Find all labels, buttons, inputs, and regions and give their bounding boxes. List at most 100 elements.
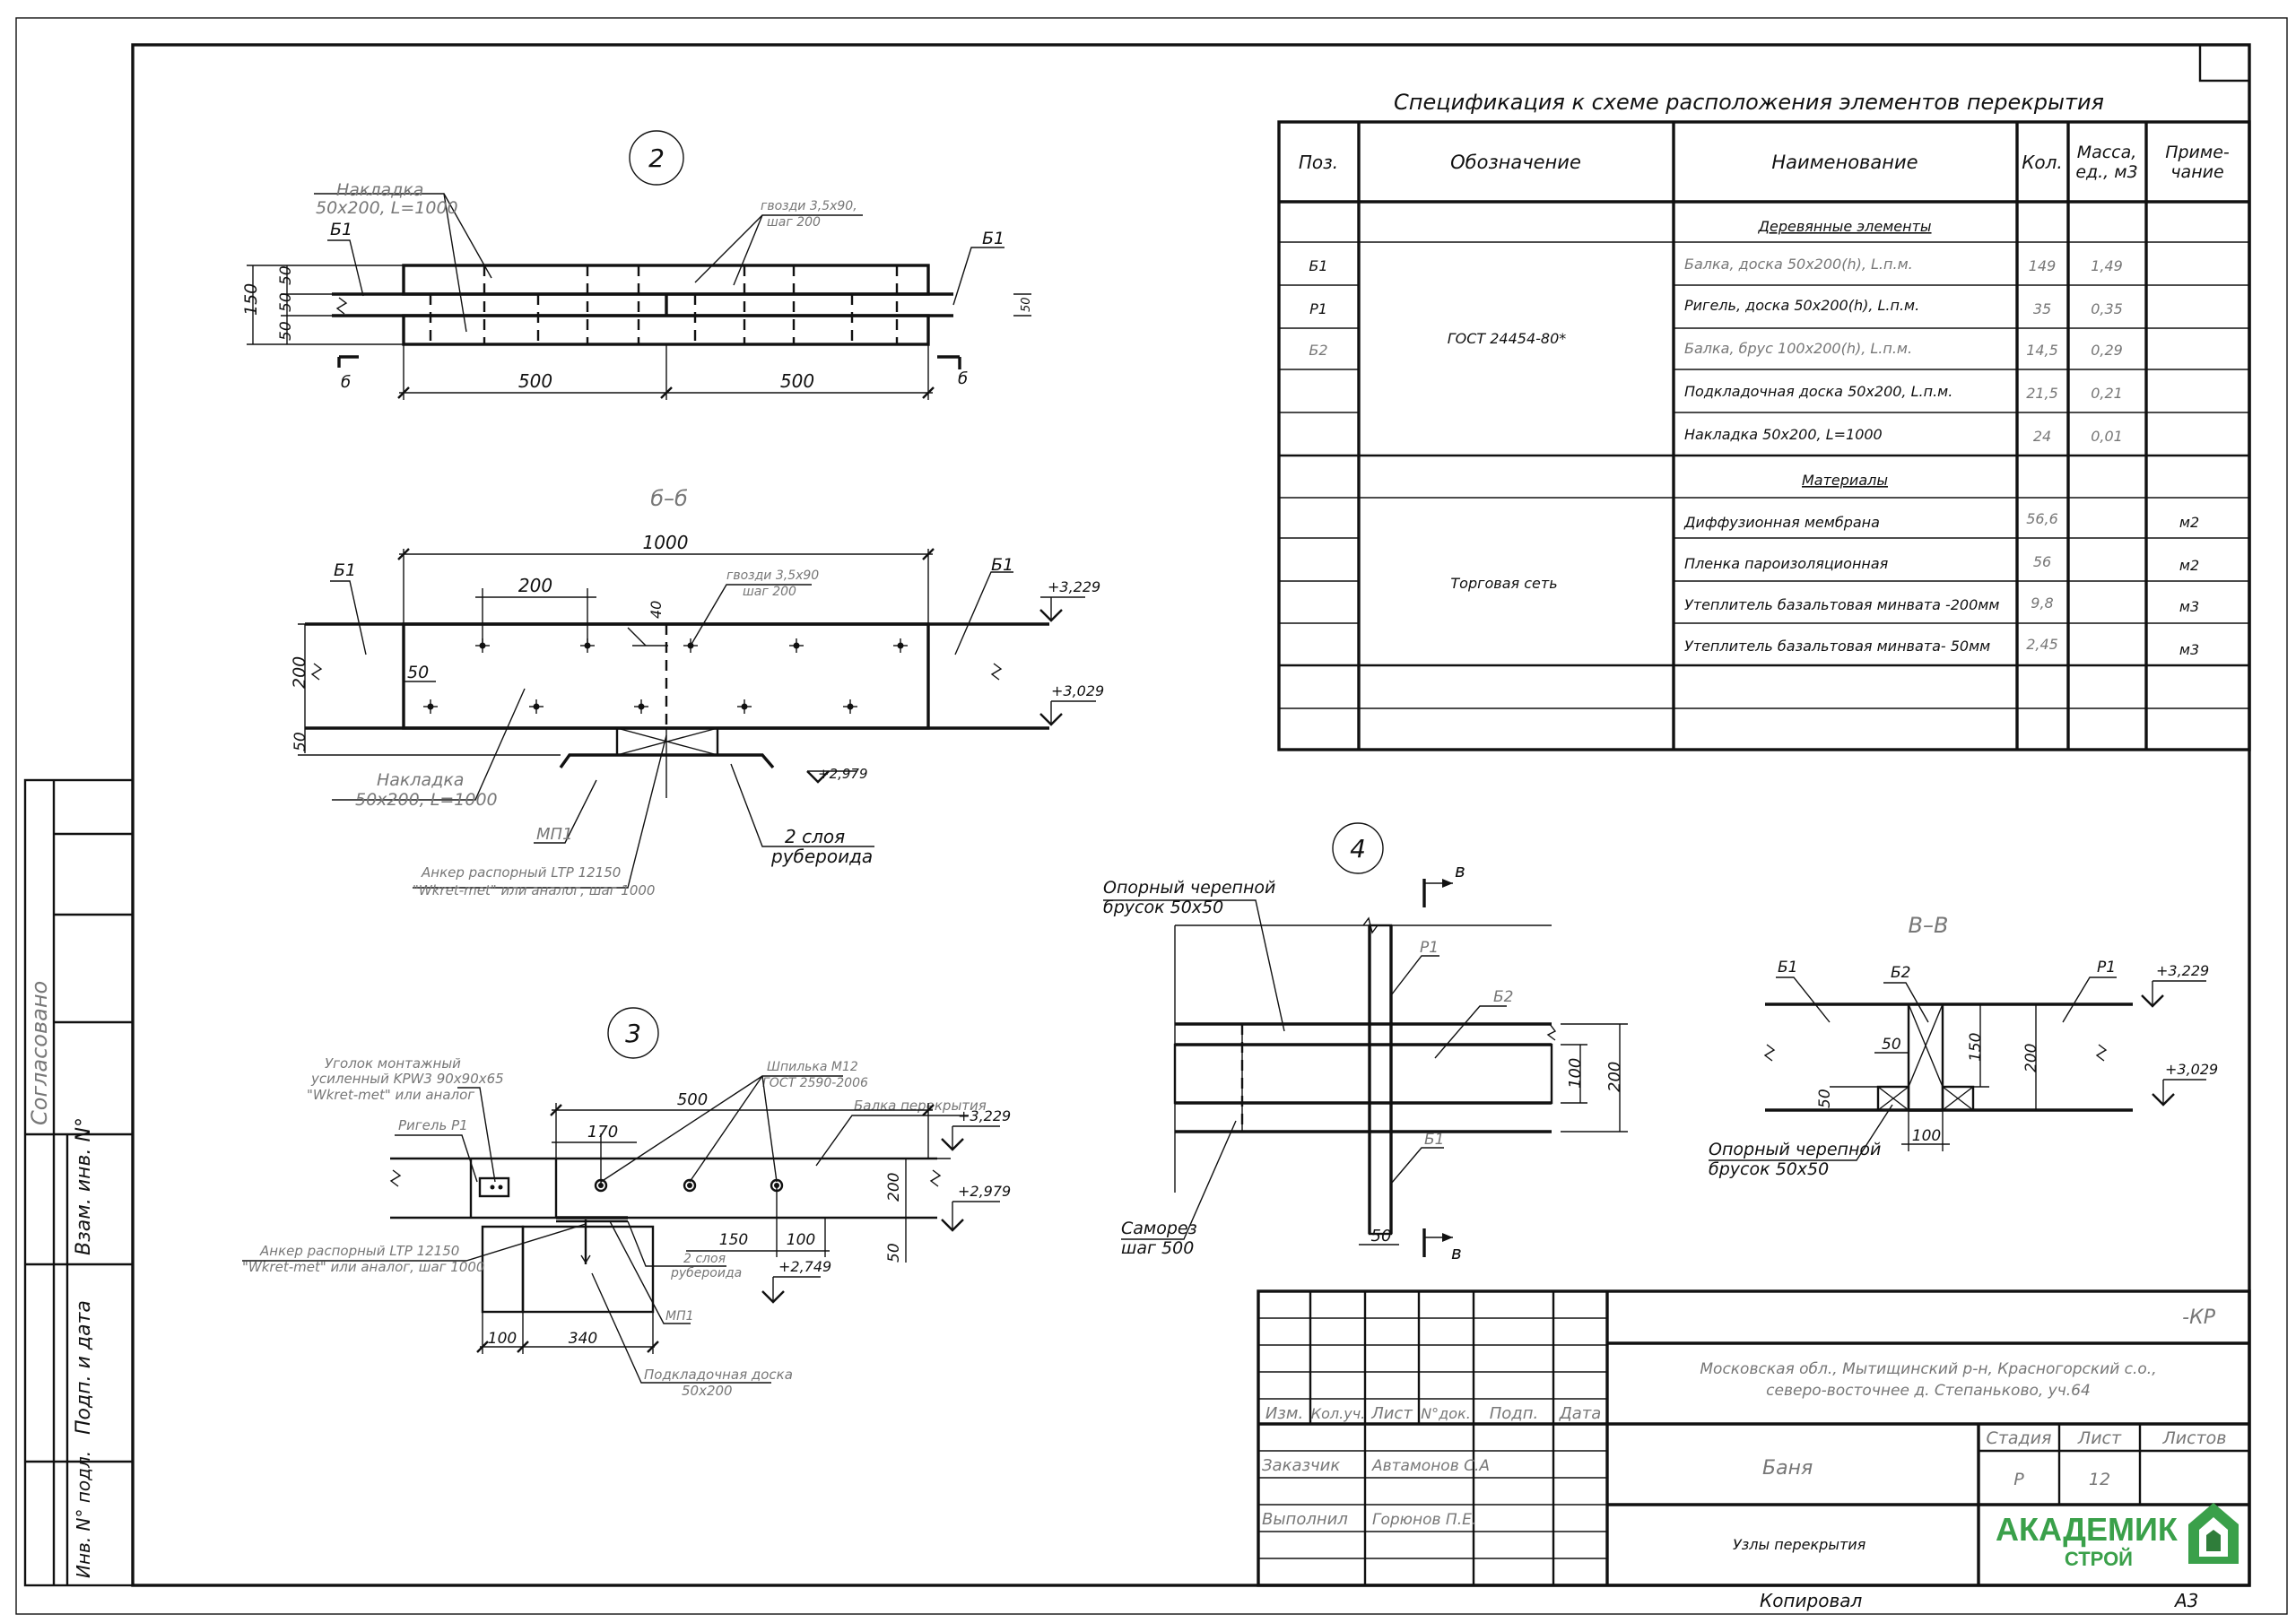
node-3-marker bbox=[607, 1007, 659, 1059]
svg-text:Накладка: Накладка bbox=[336, 180, 423, 200]
side-inv: Инв. N° подл. bbox=[73, 1451, 94, 1578]
svg-text:Ригель Р1: Ригель Р1 bbox=[398, 1117, 468, 1133]
stamp-address-2: северо-восточнее д. Степаньково, уч.64 bbox=[1766, 1382, 2091, 1400]
svg-text:50: 50 bbox=[1020, 297, 1033, 312]
svg-text:+3,029: +3,029 bbox=[1051, 682, 1104, 699]
svg-text:+2,749: +2,749 bbox=[778, 1258, 831, 1275]
hdr-designation: Обозначение bbox=[1450, 152, 1581, 173]
svg-text:50: 50 bbox=[277, 321, 295, 341]
hdr-mass-2: ед., м3 bbox=[2075, 162, 2137, 182]
hdr-note-2: чание bbox=[2170, 162, 2223, 182]
svg-text:50: 50 bbox=[277, 265, 295, 285]
svg-text:Изм.: Изм. bbox=[1265, 1404, 1303, 1423]
svg-text:б: б bbox=[958, 369, 968, 388]
svg-text:Анкер распорный LTP 12150: Анкер распорный LTP 12150 bbox=[421, 864, 621, 881]
svg-text:40: 40 bbox=[648, 601, 665, 619]
hdr-mass-1: Масса, bbox=[2077, 143, 2137, 162]
svg-text:Опорный черепной: Опорный черепной bbox=[1103, 878, 1275, 898]
svg-text:Накладка: Накладка bbox=[377, 770, 464, 790]
hdr-qty: Кол. bbox=[2022, 152, 2063, 173]
svg-text:100: 100 bbox=[488, 1330, 517, 1348]
svg-text:б: б bbox=[341, 373, 351, 392]
stamp-sheet: 12 bbox=[2089, 1470, 2110, 1489]
svg-text:3: 3 bbox=[625, 1019, 641, 1048]
svg-text:14,5: 14,5 bbox=[2026, 342, 2058, 359]
svg-text:21,5: 21,5 bbox=[2026, 385, 2058, 402]
svg-text:брусок 50х50: брусок 50х50 bbox=[1709, 1159, 1829, 1179]
svg-text:2 слоя: 2 слоя bbox=[785, 826, 845, 847]
svg-text:Б2: Б2 bbox=[1309, 342, 1327, 359]
designation-trade: Торговая сеть bbox=[1450, 575, 1557, 592]
svg-text:гвозди 3,5х90: гвозди 3,5х90 bbox=[726, 568, 819, 583]
hdr-pos: Поз. bbox=[1299, 152, 1338, 173]
svg-text:Б1: Б1 bbox=[1778, 959, 1797, 976]
svg-text:Анкер распорный LTP 12150: Анкер распорный LTP 12150 bbox=[259, 1243, 459, 1259]
section-wood: Деревянные элементы bbox=[1757, 218, 1931, 235]
sheet-title: Узлы перекрытия bbox=[1733, 1536, 1866, 1553]
svg-text:Подкладочная доска 50х200, L.п: Подкладочная доска 50х200, L.п.м. bbox=[1684, 383, 1952, 400]
svg-text:"Wkret-met" или аналог, шаг 10: "Wkret-met" или аналог, шаг 1000 bbox=[413, 882, 655, 898]
svg-text:СТРОЙ: СТРОЙ bbox=[2065, 1548, 2133, 1570]
svg-text:50: 50 bbox=[885, 1243, 903, 1263]
format-label: А3 bbox=[2173, 1590, 2198, 1611]
side-soglasovano: Согласовано bbox=[27, 981, 52, 1125]
svg-text:24: 24 bbox=[2033, 428, 2051, 445]
svg-text:Р1: Р1 bbox=[1420, 939, 1439, 957]
spec-row: Б1 Балка, доска 50х200(h), L.п.м. 149 1,… bbox=[1309, 256, 2122, 274]
svg-text:+3,229: +3,229 bbox=[2156, 962, 2209, 979]
svg-text:брусок 50х50: брусок 50х50 bbox=[1103, 898, 1223, 917]
svg-text:"Wkret-met" или аналог, шаг 10: "Wkret-met" или аналог, шаг 1000 bbox=[242, 1259, 484, 1275]
svg-text:9,8: 9,8 bbox=[2031, 595, 2053, 612]
svg-text:Б1: Б1 bbox=[334, 560, 356, 580]
designation-gost: ГОСТ 24454-80* bbox=[1448, 330, 1567, 347]
customer: Автамонов С.А bbox=[1371, 1457, 1490, 1475]
svg-text:м2: м2 bbox=[2179, 514, 2199, 531]
svg-text:340: 340 bbox=[569, 1330, 597, 1348]
spec-row: Пленка пароизоляционная 56 м2 bbox=[1684, 553, 2199, 574]
svg-text:500: 500 bbox=[677, 1090, 708, 1109]
stamp-code: -КР bbox=[2182, 1306, 2216, 1329]
svg-text:1,49: 1,49 bbox=[2091, 257, 2123, 274]
section-bb: б–б bbox=[290, 486, 1104, 898]
svg-text:200: 200 bbox=[290, 656, 309, 689]
svg-text:150: 150 bbox=[719, 1231, 748, 1249]
svg-text:МП1: МП1 bbox=[536, 825, 573, 844]
svg-text:56: 56 bbox=[2033, 553, 2051, 570]
svg-text:Уголок монтажный: Уголок монтажный bbox=[325, 1055, 461, 1072]
svg-text:50: 50 bbox=[291, 732, 309, 751]
svg-text:Лист: Лист bbox=[2077, 1428, 2122, 1448]
executor-label: Выполнил bbox=[1262, 1510, 1348, 1529]
svg-text:50: 50 bbox=[1371, 1227, 1392, 1245]
outer-border bbox=[15, 17, 2288, 1615]
section-materials: Материалы bbox=[1802, 472, 1888, 489]
hdr-note-1: Приме- bbox=[2165, 143, 2230, 162]
side-vzam: Взам. инв. N° bbox=[73, 1117, 95, 1255]
svg-text:Опорный черепной: Опорный черепной bbox=[1709, 1140, 1881, 1159]
stamp-address-1: Московская обл., Мытищинский р-н, Красно… bbox=[1700, 1360, 2156, 1378]
svg-text:Шпилька М12: Шпилька М12 bbox=[767, 1060, 858, 1074]
svg-text:Балка, доска 50х200(h), L.п.м: Балка, доска 50х200(h), L.п.м. bbox=[1684, 256, 1913, 273]
svg-text:50х200, L=1000: 50х200, L=1000 bbox=[316, 198, 458, 218]
svg-text:150: 150 bbox=[241, 283, 261, 316]
drawing-frame bbox=[131, 43, 2251, 1587]
node-2-marker bbox=[629, 130, 684, 186]
svg-text:Ригель, доска 50х200(h), L.п.м: Ригель, доска 50х200(h), L.п.м. bbox=[1684, 297, 1919, 314]
svg-text:Диффузионная мембрана: Диффузионная мембрана bbox=[1683, 514, 1880, 531]
svg-text:50: 50 bbox=[1816, 1089, 1834, 1108]
svg-text:в: в bbox=[1455, 860, 1465, 881]
svg-text:56,6: 56,6 bbox=[2026, 510, 2058, 527]
svg-text:200: 200 bbox=[518, 575, 552, 596]
title-block: -КР Московская обл., Мытищинский р-н, Кр… bbox=[1257, 1289, 2251, 1611]
svg-text:м3: м3 bbox=[2179, 641, 2199, 658]
svg-text:+3,029: +3,029 bbox=[2165, 1061, 2218, 1078]
svg-text:50х200, L=1000: 50х200, L=1000 bbox=[355, 790, 498, 810]
svg-text:2,45: 2,45 bbox=[2026, 636, 2058, 653]
spec-row: Накладка 50х200, L=1000 24 0,01 bbox=[1684, 426, 2123, 445]
svg-text:Накладка 50х200, L=1000: Накладка 50х200, L=1000 bbox=[1684, 426, 1883, 443]
svg-text:0,29: 0,29 bbox=[2091, 342, 2123, 359]
side-podp: Подп. и дата bbox=[73, 1300, 95, 1435]
svg-text:0,01: 0,01 bbox=[2091, 428, 2123, 445]
svg-text:Балка, брус 100х200(h), L.п.м: Балка, брус 100х200(h), L.п.м. bbox=[1684, 340, 1912, 357]
akademik-logo: АКАДЕМИК СТРОЙ bbox=[1996, 1503, 2239, 1570]
